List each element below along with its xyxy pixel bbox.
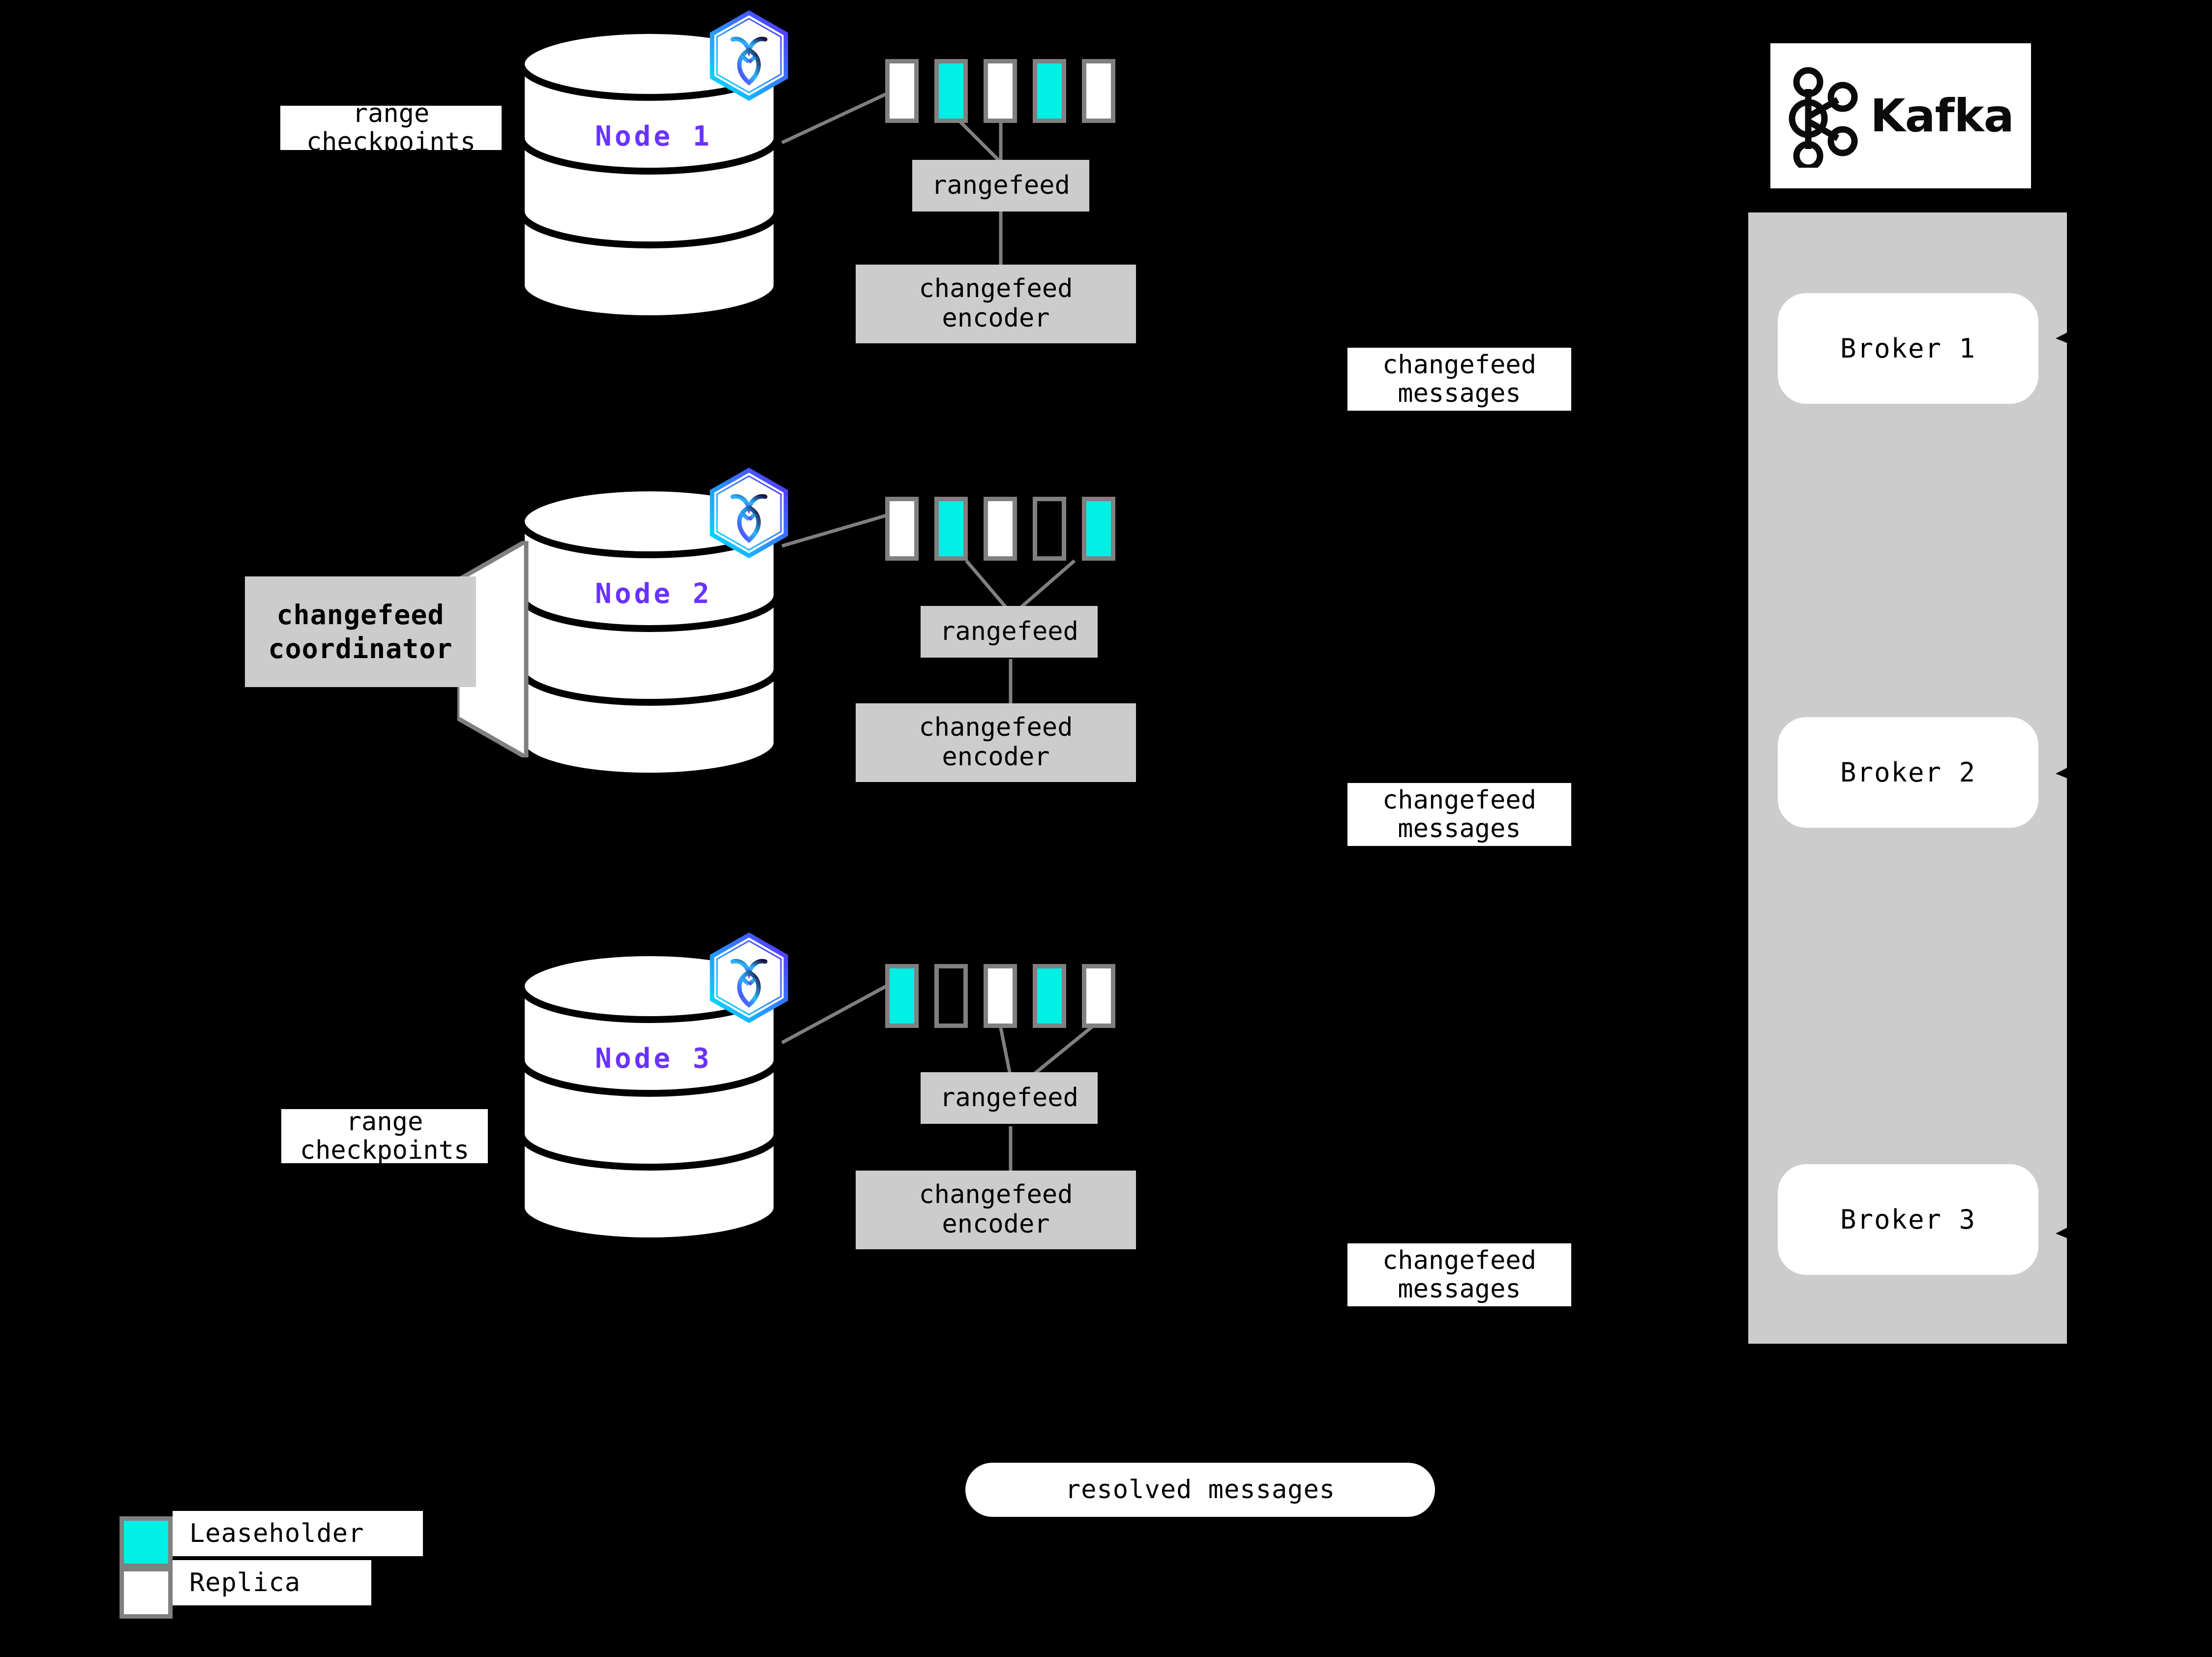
node2-changefeed-encoder-box[interactable]: changefeed encoder — [856, 703, 1136, 782]
legend-swatch-replica — [120, 1567, 173, 1619]
legend-label-leaseholder: Leaseholder — [173, 1511, 423, 1556]
node2-cylinder — [516, 484, 782, 780]
range-cell[interactable] — [885, 59, 919, 123]
range-cell[interactable] — [934, 497, 968, 561]
broker-1[interactable]: Broker 1 — [1778, 293, 2038, 404]
range-cell[interactable] — [1033, 59, 1066, 123]
node1-cylinder — [516, 27, 782, 322]
cockroachdb-hexagon-icon — [707, 9, 791, 104]
node3-range-row — [885, 964, 1131, 1028]
node3-label: Node 3 — [595, 1043, 713, 1075]
range-cell[interactable] — [934, 964, 968, 1028]
range-cell[interactable] — [885, 964, 919, 1028]
node2-label: Node 2 — [595, 578, 713, 610]
broker-inbound-arrow-1 — [2056, 325, 2083, 349]
legend-label-replica: Replica — [173, 1560, 371, 1605]
kafka-logo: Kafka — [1770, 43, 2031, 188]
node2-rangefeed-box[interactable]: rangefeed — [921, 606, 1098, 658]
range-cell[interactable] — [1082, 497, 1115, 561]
node1-range-row — [885, 59, 1131, 123]
kafka-wordmark: Kafka — [1870, 90, 2014, 142]
legend-swatch-leaseholder — [120, 1516, 173, 1568]
node3-rangefeed-box[interactable]: rangefeed — [921, 1072, 1098, 1124]
broker-inbound-arrow-2 — [2056, 760, 2083, 784]
range-cell[interactable] — [1082, 59, 1115, 123]
cockroachdb-hexagon-icon — [707, 466, 791, 562]
broker-2[interactable]: Broker 2 — [1778, 717, 2038, 828]
range-cell[interactable] — [1033, 964, 1066, 1028]
node3-cylinder — [516, 949, 782, 1244]
cockroachdb-hexagon-icon — [707, 931, 791, 1026]
node3-changefeed-encoder-box[interactable]: changefeed encoder — [856, 1171, 1136, 1249]
changefeed-messages-label-2: changefeed messages — [1347, 783, 1571, 846]
node1-label: Node 1 — [595, 121, 713, 152]
range-cell[interactable] — [984, 497, 1017, 561]
changefeed-messages-label-1: changefeed messages — [1347, 348, 1571, 411]
node1-range-checkpoints-label: range checkpoints — [280, 99, 502, 156]
node2-range-row — [885, 497, 1131, 561]
changefeed-messages-label-3: changefeed messages — [1347, 1243, 1571, 1306]
broker-3[interactable]: Broker 3 — [1778, 1164, 2038, 1275]
resolved-messages-pill[interactable]: resolved messages — [965, 1463, 1435, 1517]
range-cell[interactable] — [984, 59, 1017, 123]
node1-changefeed-encoder-box[interactable]: changefeed encoder — [856, 265, 1136, 343]
kafka-node-graph-icon — [1789, 67, 1858, 168]
range-cell[interactable] — [984, 964, 1017, 1028]
changefeed-coordinator-box[interactable]: changefeed coordinator — [245, 576, 476, 687]
broker-inbound-arrow-3 — [2056, 1220, 2083, 1244]
range-cell[interactable] — [1033, 497, 1066, 561]
range-cell[interactable] — [885, 497, 919, 561]
range-cell[interactable] — [934, 59, 968, 123]
node3-range-checkpoints-label: range checkpoints — [281, 1108, 488, 1165]
node1-rangefeed-box[interactable]: rangefeed — [912, 160, 1089, 211]
range-cell[interactable] — [1082, 964, 1115, 1028]
